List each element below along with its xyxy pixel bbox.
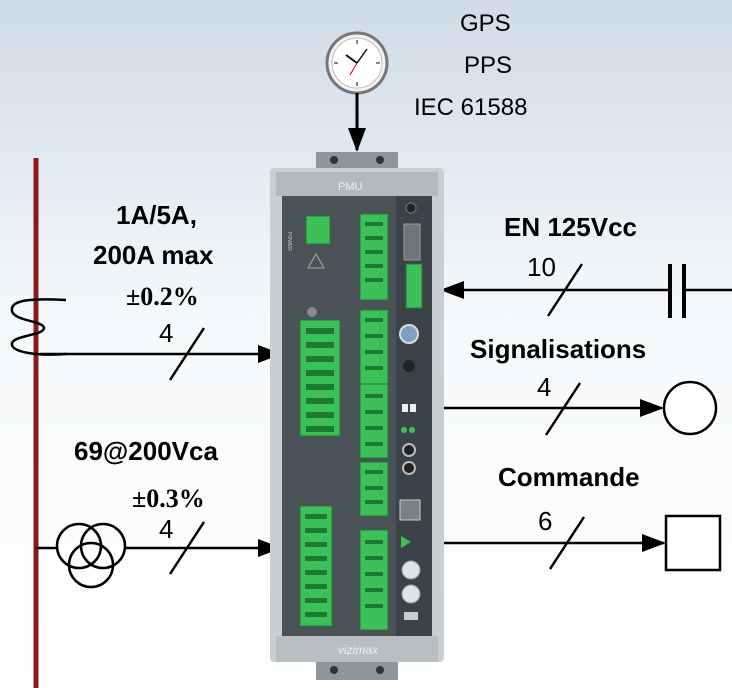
voltage-transformer-icon xyxy=(55,522,127,589)
supply-terminal xyxy=(405,263,423,309)
current-accuracy: ±0.2% xyxy=(126,282,199,311)
supply-count-slash xyxy=(546,263,584,317)
serial-port xyxy=(403,223,421,261)
io-terminal-1 xyxy=(359,213,389,301)
signals-count: 4 xyxy=(537,372,552,402)
supply-count: 10 xyxy=(527,252,556,282)
sync-label-pps: PPS xyxy=(464,52,513,79)
power-connector xyxy=(305,215,331,245)
supply-label: EN 125Vcc xyxy=(504,212,637,242)
voltage-accuracy: ±0.3% xyxy=(132,484,205,513)
ethernet-port xyxy=(399,499,421,521)
signals-label: Signalisations xyxy=(470,334,647,364)
power-label: POWER xyxy=(286,232,292,251)
voltage-rating: 69@200Vca xyxy=(74,436,218,466)
pmu-device: PMU vizimax POWER xyxy=(270,152,444,680)
device-top-label: PMU xyxy=(338,181,363,193)
command-count: 6 xyxy=(538,506,553,536)
sync-label-iec: IEC 61588 xyxy=(414,94,528,121)
signal-lamp-icon xyxy=(662,380,718,436)
io-terminal-5 xyxy=(359,529,389,631)
io-terminal-2 xyxy=(359,309,389,385)
current-terminal-block xyxy=(299,319,341,437)
current-transformer-icon xyxy=(10,298,67,356)
current-rating-line1: 1A/5A, xyxy=(116,200,197,230)
bottom-mount-tab xyxy=(316,660,398,680)
sync-label-gps: GPS xyxy=(460,10,511,37)
command-label: Commande xyxy=(498,462,640,492)
clock-icon xyxy=(325,31,389,95)
top-mount-tab xyxy=(316,152,398,170)
voltage-terminal-block xyxy=(299,505,333,627)
command-count-slash xyxy=(548,516,586,570)
device-brand: vizimax xyxy=(338,643,379,657)
command-relay-icon xyxy=(664,514,722,572)
voltage-count-slash xyxy=(168,521,206,575)
voltage-count: 4 xyxy=(159,514,174,544)
signals-count-slash xyxy=(544,382,582,436)
current-count-slash xyxy=(168,327,206,381)
current-count: 4 xyxy=(159,318,174,348)
current-rating-line2: 200A max xyxy=(93,240,214,270)
